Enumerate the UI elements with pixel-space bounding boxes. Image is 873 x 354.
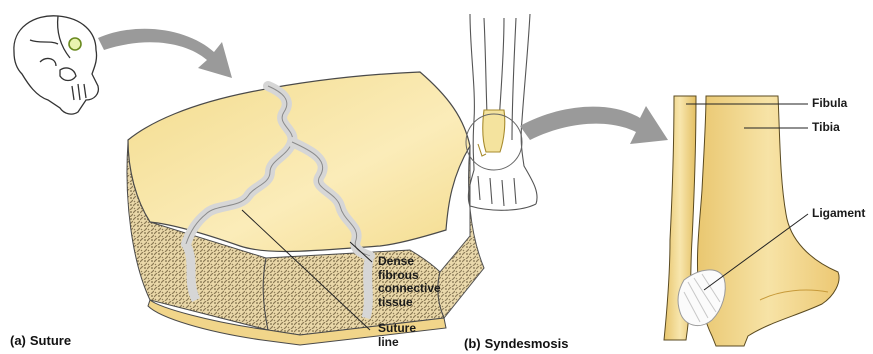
label-suture-line: Suture line	[378, 322, 416, 349]
pointer-arrow-b	[520, 106, 668, 144]
panel-a-name: Suture	[30, 333, 71, 348]
label-fibula: Fibula	[812, 97, 847, 111]
label-tibia: Tibia	[812, 121, 840, 135]
label-dense-fibrous-connective-tissue: Dense fibrous connective tissue	[378, 255, 441, 309]
leg-icon	[466, 14, 537, 210]
panel-a-title: (a) Suture	[10, 333, 71, 348]
panel-b-letter: (b)	[464, 336, 481, 351]
skull-icon	[14, 16, 99, 114]
panel-a-letter: (a)	[10, 333, 26, 348]
panel-b-title: (b) Syndesmosis	[464, 336, 568, 351]
panel-b-name: Syndesmosis	[485, 336, 569, 351]
label-ligament: Ligament	[812, 207, 865, 221]
pointer-arrow-a	[98, 29, 232, 78]
